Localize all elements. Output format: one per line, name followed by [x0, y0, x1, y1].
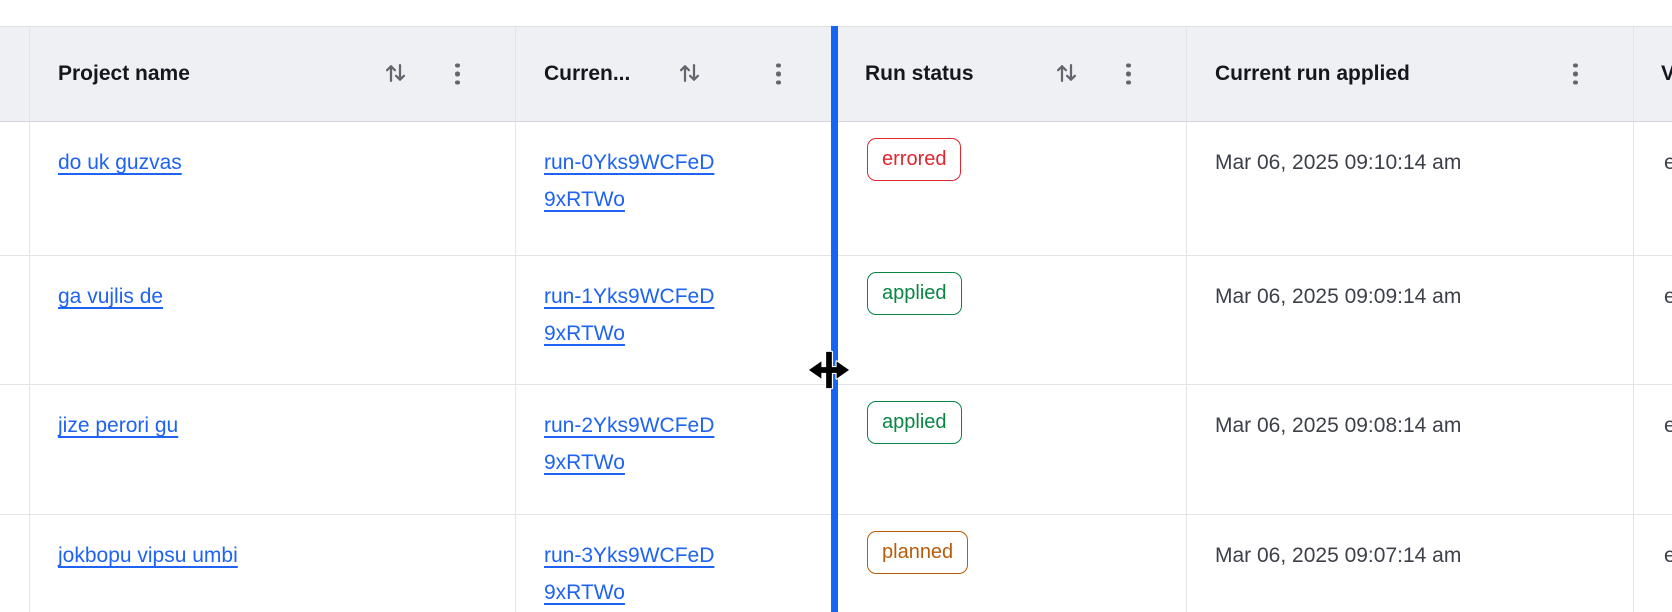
header-cell-project-name[interactable]: Project name	[29, 27, 515, 121]
column-label: Current run applied	[1215, 62, 1410, 85]
cell-overflow: e	[1633, 122, 1672, 255]
cell-overflow: e	[1633, 256, 1672, 384]
sort-button[interactable]	[382, 61, 409, 88]
kebab-menu-icon	[776, 63, 781, 85]
column-resize-guide[interactable]	[831, 26, 838, 612]
column-menu-button[interactable]	[1562, 61, 1589, 88]
cell-run-applied: Mar 06, 2025 09:08:14 am	[1186, 385, 1633, 514]
sort-button[interactable]	[676, 61, 703, 88]
column-label: Project name	[58, 62, 190, 85]
header-cell-overflow: V	[1633, 27, 1672, 121]
run-applied-timestamp: Mar 06, 2025 09:07:14 am	[1215, 544, 1462, 567]
header-cell-stub	[0, 27, 29, 121]
run-applied-timestamp: Mar 06, 2025 09:08:14 am	[1215, 414, 1462, 437]
project-link[interactable]: jize perori gu	[58, 414, 179, 437]
run-status-badge: errored	[867, 138, 962, 181]
column-menu-button[interactable]	[765, 61, 792, 88]
run-status-badge: applied	[867, 272, 962, 315]
cell-run-status: planned	[836, 515, 1186, 612]
column-label: Run status	[865, 62, 974, 85]
cell-project-name: jokbopu vipsu umbi	[29, 515, 515, 612]
column-menu-button[interactable]	[444, 61, 471, 88]
cell-overflow: e	[1633, 385, 1672, 514]
cell-overflow: e	[1633, 515, 1672, 612]
cell-project-name: do uk guzvas	[29, 122, 515, 255]
kebab-menu-icon	[1573, 63, 1578, 85]
cell-run-applied: Mar 06, 2025 09:07:14 am	[1186, 515, 1633, 612]
run-applied-timestamp: Mar 06, 2025 09:09:14 am	[1215, 285, 1462, 308]
cell-run-status: applied	[836, 256, 1186, 384]
swap-vertical-sort-icon	[382, 59, 409, 89]
run-applied-timestamp: Mar 06, 2025 09:10:14 am	[1215, 151, 1462, 174]
column-menu-button[interactable]	[1115, 61, 1142, 88]
project-link[interactable]: do uk guzvas	[58, 151, 182, 174]
header-cell-current-run-applied[interactable]: Current run applied	[1186, 27, 1633, 121]
column-label: V	[1661, 62, 1672, 85]
cell-run-status: errored	[836, 122, 1186, 255]
run-status-badge: planned	[867, 531, 969, 574]
sort-button[interactable]	[1053, 61, 1080, 88]
cell-run-applied: Mar 06, 2025 09:09:14 am	[1186, 256, 1633, 384]
cell-project-name: ga vujlis de	[29, 256, 515, 384]
cell-project-name: jize perori gu	[29, 385, 515, 514]
cell-run-status: applied	[836, 385, 1186, 514]
kebab-menu-icon	[1126, 63, 1131, 85]
swap-vertical-sort-icon	[676, 59, 703, 89]
run-status-badge: applied	[867, 401, 962, 444]
kebab-menu-icon	[455, 63, 460, 85]
swap-vertical-sort-icon	[1053, 59, 1080, 89]
header-cell-current-run[interactable]: Curren...	[515, 27, 836, 121]
header-cell-run-status[interactable]: Run status	[836, 27, 1186, 121]
column-label: Curren...	[544, 62, 631, 85]
project-link[interactable]: jokbopu vipsu umbi	[58, 544, 238, 567]
cell-run-applied: Mar 06, 2025 09:10:14 am	[1186, 122, 1633, 255]
project-link[interactable]: ga vujlis de	[58, 285, 164, 308]
